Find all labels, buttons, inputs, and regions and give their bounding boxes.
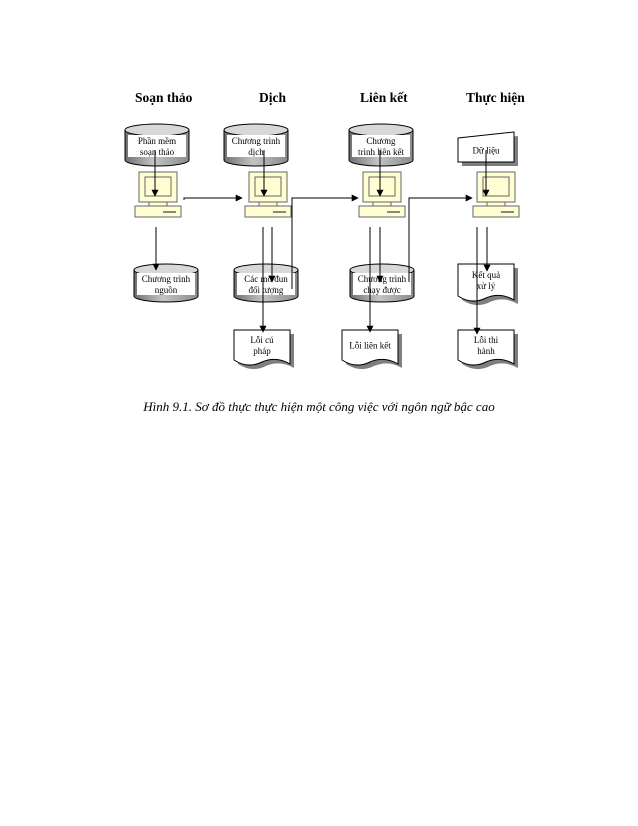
source-program-cylinder-label: nguồn (155, 285, 178, 295)
syntax-errors-document-label: pháp (253, 346, 271, 356)
executable-cylinder-label: chạy được (363, 285, 400, 295)
results-document-page (457, 263, 515, 302)
editor-software-cylinder-label: Phần mềm (138, 136, 176, 146)
arrow-objects-to-linker (291, 194, 359, 289)
compiler-cylinder-label: Chương trình (232, 136, 281, 146)
run-computer-drive-slot (501, 211, 514, 213)
input-data-shape-card (457, 131, 515, 163)
executable-cylinder-label: Chương trình (358, 274, 407, 284)
runtime-errors-document-label: hành (477, 346, 495, 356)
edit-computer (134, 171, 182, 218)
syntax-errors-document-page (233, 329, 291, 366)
link-errors-document-label: Lỗi liên kết (349, 341, 391, 351)
editor-software-cylinder-top (124, 123, 190, 137)
runtime-errors-document-label: Lỗi thi (474, 335, 499, 345)
object-modules-cylinder-label: Các mô đun (244, 274, 288, 284)
edit-computer-neck (148, 201, 168, 207)
link-computer-neck (372, 201, 392, 207)
arrow-executable-to-run (408, 194, 473, 282)
compiler-cylinder-label: dịch (248, 147, 264, 157)
results-document-label: xử lý (477, 281, 496, 291)
syntax-errors-document-label: Lỗi cú (250, 335, 274, 345)
link-computer (358, 171, 406, 218)
column-heading-edit: Soạn thảo (135, 90, 193, 105)
linker-cylinder-label-bg (352, 135, 410, 157)
column-heading-compile: Dịch (259, 90, 286, 105)
object-modules-cylinder-label: đối tượng (249, 285, 284, 295)
link-errors-document-page (341, 329, 399, 366)
link-computer-drive-slot (387, 211, 400, 213)
column-heading-execute: Thực hiện (466, 90, 525, 105)
figure-caption: Hình 9.1. Sơ đồ thực thực hiện một công … (143, 399, 495, 414)
source-program-cylinder-label: Chương trình (142, 274, 191, 284)
link-errors-document: Lỗi liên kết (341, 329, 402, 370)
linker-cylinder-top (348, 123, 414, 137)
edit-computer-base (134, 205, 182, 218)
compiler-cylinder-top (223, 123, 289, 137)
input-data-shape: Dữ liệu (457, 131, 518, 166)
linker-cylinder-label: Chương (366, 136, 396, 146)
column-heading-link: Liên kết (360, 90, 408, 105)
run-computer-neck (486, 201, 506, 207)
run-computer-screen (482, 176, 510, 197)
editor-software-cylinder-label: soạn thảo (140, 147, 175, 157)
editor-software-cylinder-label-bg (128, 135, 186, 157)
compile-computer-neck (258, 201, 278, 207)
compile-computer (244, 171, 292, 218)
edit-computer-screen (144, 176, 172, 197)
link-computer-base (358, 205, 406, 218)
link-computer-screen (368, 176, 396, 197)
arrow-source-to-compiler (183, 194, 243, 202)
edit-computer-drive-slot (163, 211, 176, 213)
object-modules-cylinder-label-bg (237, 273, 295, 295)
run-computer-base (472, 205, 520, 218)
compiler-cylinder-label-bg (227, 135, 285, 157)
linker-cylinder-label: trình liên kết (358, 147, 404, 157)
compile-computer-base (244, 205, 292, 218)
run-computer (472, 171, 520, 218)
source-program-cylinder-label-bg (137, 273, 195, 295)
results-document-label: Kết quả (472, 270, 500, 280)
compile-computer-drive-slot (273, 211, 286, 213)
executable-cylinder-label-bg (353, 273, 411, 295)
compile-computer-screen (254, 176, 282, 197)
runtime-errors-document-page (457, 329, 515, 366)
